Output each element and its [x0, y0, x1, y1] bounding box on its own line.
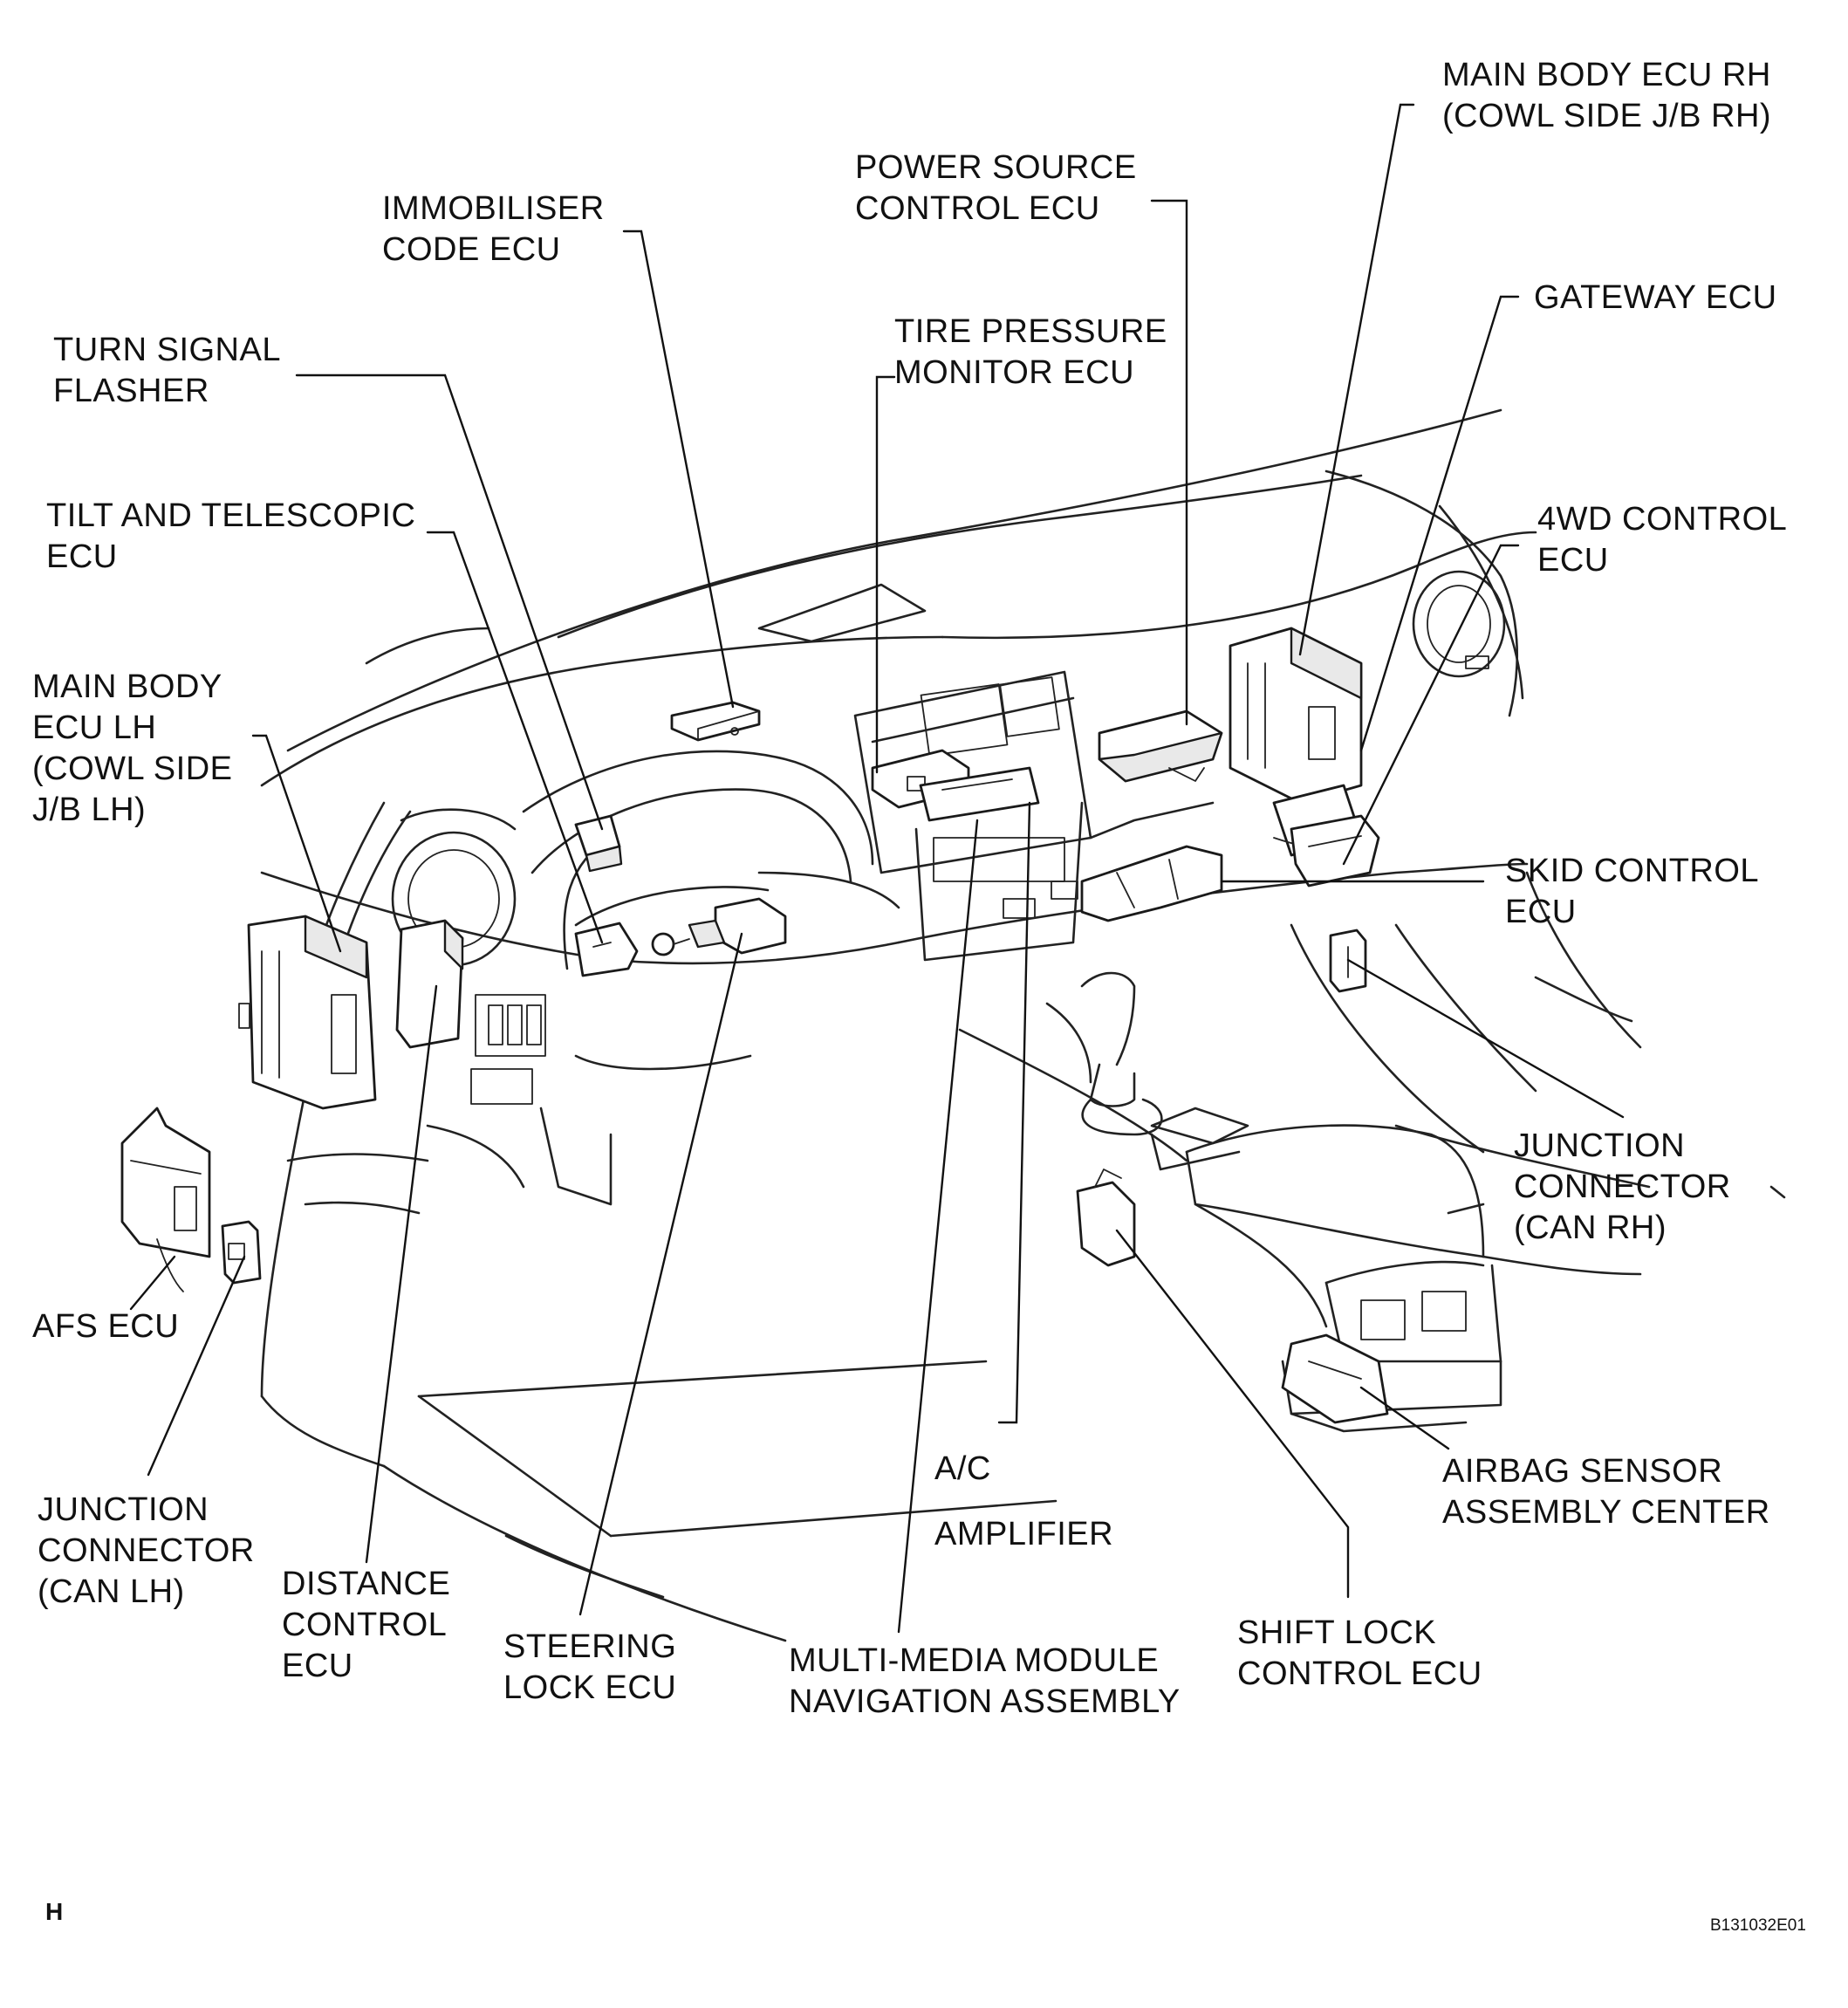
- label-line: TURN SIGNAL: [53, 332, 281, 368]
- label-line: ECU: [1537, 542, 1609, 579]
- label-line: 4WD CONTROL: [1537, 501, 1788, 538]
- label-power-source-control-ecu: POWER SOURCE CONTROL ECU: [855, 147, 1137, 230]
- steering-lock-ecu-part: [651, 897, 787, 956]
- label-line: (COWL SIDE: [32, 750, 233, 787]
- label-line: JUNCTION: [1514, 1127, 1686, 1164]
- label-line: AFS ECU: [32, 1308, 180, 1345]
- label-line: ECU: [1505, 894, 1577, 930]
- label-line: CODE ECU: [382, 231, 561, 268]
- label-line: CONTROL ECU: [1237, 1655, 1482, 1692]
- label-distance-control-ecu: DISTANCE CONTROL ECU: [282, 1564, 450, 1687]
- label-tire-pressure-monitor-ecu: TIRE PRESSURE MONITOR ECU: [894, 312, 1167, 394]
- label-line: GATEWAY ECU: [1534, 279, 1777, 316]
- label-line: CONTROL ECU: [855, 190, 1100, 227]
- label-line: TILT AND TELESCOPIC: [46, 497, 416, 534]
- leader-lines: [129, 103, 1625, 1634]
- label-afs-ecu: AFS ECU: [32, 1306, 179, 1347]
- label-line: (CAN LH): [38, 1573, 185, 1610]
- label-line: FLASHER: [53, 373, 209, 409]
- label-line: CONNECTOR: [1514, 1168, 1731, 1205]
- label-line: MAIN BODY: [32, 668, 222, 705]
- label-line: IMMOBILISER: [382, 190, 605, 227]
- label-line: NAVIGATION ASSEMBLY: [789, 1683, 1181, 1720]
- label-line: DISTANCE: [282, 1566, 451, 1602]
- junction-connector-can-lh-part: [221, 1220, 262, 1285]
- main-body-ecu-lh-part: [238, 915, 377, 1110]
- label-amplifier: AMPLIFIER: [934, 1514, 1113, 1555]
- label-line: (CAN RH): [1514, 1210, 1667, 1246]
- figure-code: B131032E01: [1710, 1916, 1806, 1935]
- label-gateway-ecu: GATEWAY ECU: [1534, 278, 1777, 319]
- label-tilt-and-telescopic-ecu: TILT AND TELESCOPIC ECU: [46, 496, 415, 578]
- label-line: CONTROL: [282, 1607, 448, 1643]
- immobiliser-code-ecu-part: [670, 701, 761, 742]
- label-line: AMPLIFIER: [934, 1516, 1114, 1552]
- label-line: ECU LH: [32, 709, 157, 746]
- corner-mark: H: [45, 1898, 64, 1925]
- label-line: STEERING: [503, 1628, 677, 1665]
- label-line: SHIFT LOCK: [1237, 1614, 1437, 1651]
- label-line: A/C: [934, 1450, 991, 1487]
- label-line: LOCK ECU: [503, 1669, 677, 1706]
- label-airbag-sensor-assembly-center: AIRBAG SENSOR ASSEMBLY CENTER: [1442, 1451, 1770, 1533]
- label-line: JUNCTION: [38, 1491, 209, 1528]
- label-line: MONITOR ECU: [894, 354, 1135, 391]
- power-source-control-ecu-part: [1098, 709, 1223, 783]
- afs-ecu-part: [120, 1107, 211, 1292]
- label-line: MAIN BODY ECU RH: [1442, 57, 1771, 93]
- 4wd-control-ecu-part: [1290, 814, 1380, 887]
- main-body-ecu-rh-part: [1229, 627, 1379, 857]
- skid-control-ecu-part: [1051, 845, 1223, 922]
- label-skid-control-ecu: SKID CONTROL ECU: [1505, 851, 1759, 933]
- label-multi-media-module-navigation-assembly: MULTI-MEDIA MODULE NAVIGATION ASSEMBLY: [789, 1641, 1181, 1723]
- airbag-sensor-assembly-center-part: [1281, 1333, 1389, 1424]
- label-line: (COWL SIDE J/B RH): [1442, 98, 1772, 134]
- shift-lock-control-ecu-part: [1076, 1168, 1136, 1267]
- label-main-body-ecu-rh: MAIN BODY ECU RH (COWL SIDE J/B RH): [1442, 55, 1771, 137]
- dashboard-outline: [260, 408, 1786, 1642]
- label-line: SKID CONTROL: [1505, 853, 1760, 889]
- label-line: J/B LH): [32, 792, 147, 828]
- multi-media-module-part: [919, 766, 1040, 822]
- tilt-and-telescopic-ecu-part: [574, 922, 639, 977]
- distance-control-ecu-part: [395, 919, 464, 1049]
- label-line: CONNECTOR: [38, 1532, 255, 1569]
- label-turn-signal-flasher: TURN SIGNAL FLASHER: [53, 330, 281, 412]
- label-4wd-control-ecu: 4WD CONTROL ECU: [1537, 499, 1787, 581]
- label-line: ASSEMBLY CENTER: [1442, 1494, 1770, 1531]
- label-line: MULTI-MEDIA MODULE: [789, 1642, 1160, 1679]
- label-line: ECU: [282, 1648, 353, 1684]
- label-steering-lock-ecu: STEERING LOCK ECU: [503, 1627, 676, 1709]
- label-junction-connector-can-rh: JUNCTION CONNECTOR (CAN RH): [1514, 1126, 1731, 1249]
- label-line: POWER SOURCE: [855, 149, 1137, 186]
- label-ac: A/C: [934, 1449, 991, 1490]
- label-immobiliser-code-ecu: IMMOBILISER CODE ECU: [382, 188, 605, 271]
- label-main-body-ecu-lh: MAIN BODY ECU LH (COWL SIDE J/B LH): [32, 667, 233, 831]
- label-line: ECU: [46, 538, 118, 575]
- label-shift-lock-control-ecu: SHIFT LOCK CONTROL ECU: [1237, 1613, 1482, 1695]
- label-line: AIRBAG SENSOR: [1442, 1453, 1723, 1490]
- label-line: TIRE PRESSURE: [894, 313, 1167, 350]
- label-junction-connector-can-lh: JUNCTION CONNECTOR (CAN LH): [38, 1490, 255, 1613]
